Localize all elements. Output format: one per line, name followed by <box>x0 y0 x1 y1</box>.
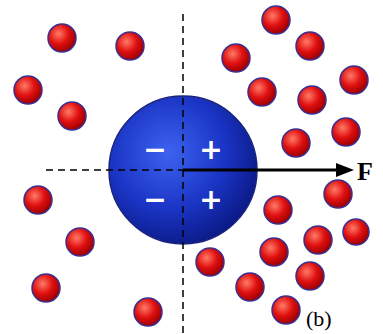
particle <box>134 298 162 326</box>
force-arrow-head <box>336 163 354 177</box>
particle <box>66 228 94 256</box>
vertical-axis <box>182 14 184 334</box>
particle <box>236 273 264 301</box>
particle <box>296 32 324 60</box>
particle <box>264 196 292 224</box>
particle <box>14 76 42 104</box>
particle <box>340 66 368 94</box>
particle <box>32 274 60 302</box>
particle <box>343 219 369 245</box>
particle <box>282 129 310 157</box>
force-arrow-shaft <box>183 169 340 172</box>
panel-label: (b) <box>306 306 332 332</box>
particle <box>296 262 324 290</box>
particle <box>304 226 332 254</box>
particle <box>24 186 52 214</box>
particle-group <box>14 6 369 326</box>
particle <box>298 86 326 114</box>
particle <box>116 32 144 60</box>
force-label: F <box>357 157 373 187</box>
horizontal-axis <box>46 169 183 171</box>
particle <box>248 78 276 106</box>
charge-sign: − <box>143 186 166 214</box>
particle <box>260 238 288 266</box>
particle <box>262 6 290 34</box>
particle <box>272 296 300 324</box>
particle <box>48 24 76 52</box>
particle <box>196 248 224 276</box>
particle <box>324 180 352 208</box>
particle <box>222 44 250 72</box>
charge-sign: + <box>199 186 222 214</box>
charge-sign: + <box>199 136 222 164</box>
charge-sign: − <box>143 136 166 164</box>
particle <box>332 118 360 146</box>
particle <box>58 102 86 130</box>
